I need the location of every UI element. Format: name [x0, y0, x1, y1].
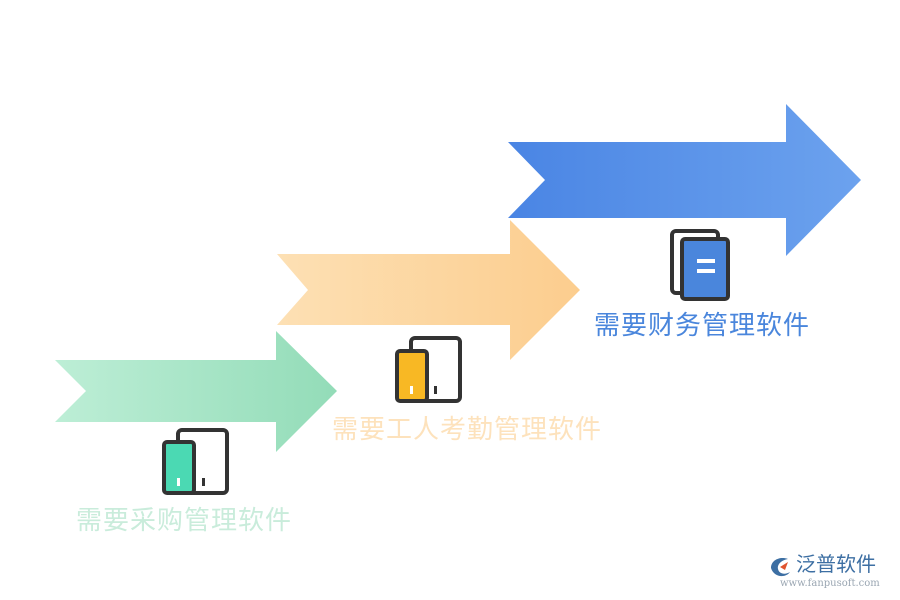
brand-url: www.fanpusoft.com [780, 578, 880, 589]
step-arrow-1 [55, 331, 337, 452]
brand-watermark: 泛普软件 www.fanpusoft.com [768, 554, 894, 594]
step-label-finance: 需要财务管理软件 [594, 311, 811, 341]
brand-logo-icon [771, 558, 790, 577]
step-label-attendance: 需要工人考勤管理软件 [332, 415, 603, 445]
step-label-purchasing: 需要采购管理软件 [76, 506, 293, 536]
document-stack-icon [670, 229, 730, 301]
brand-name: 泛普软件 [796, 552, 876, 576]
step-arrow-3 [508, 104, 861, 256]
tablet-phone-icon [395, 336, 462, 403]
tablet-phone-icon [162, 428, 229, 495]
step-arrow-2 [277, 220, 580, 360]
